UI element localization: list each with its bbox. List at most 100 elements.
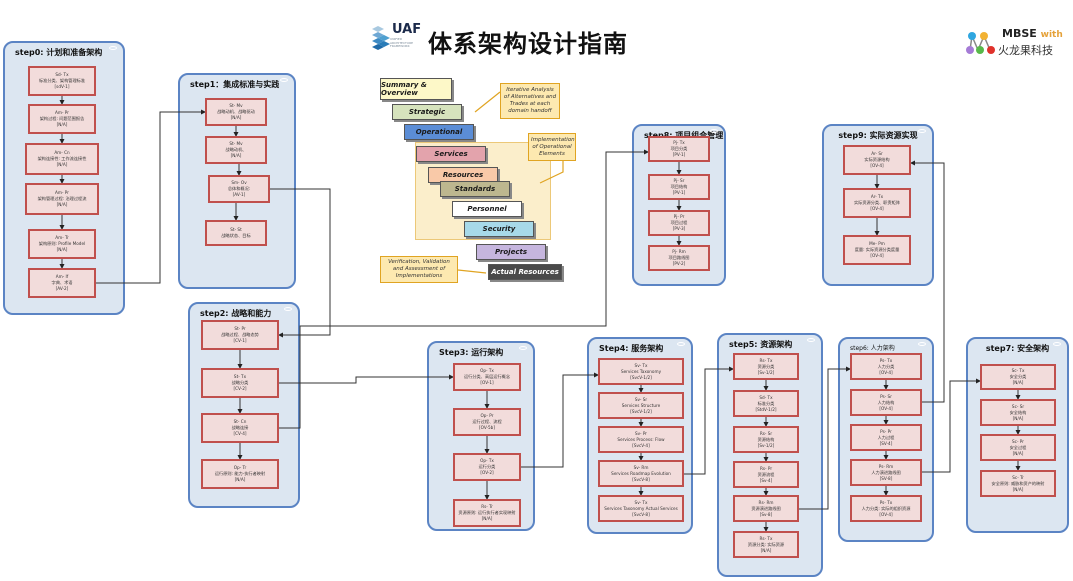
brand-with: with — [1040, 30, 1063, 40]
view-name: 人力分类 — [877, 363, 895, 369]
view-id: [N/A] — [1012, 450, 1024, 456]
view-id: [Sv-1/2] — [757, 369, 775, 375]
view-id: [sdV-1] — [54, 84, 70, 89]
view-code: Sv- Rm — [633, 464, 649, 470]
view-id: [N/A] — [1012, 486, 1024, 492]
step-title: step8: 项目组合管理 — [634, 130, 724, 141]
view-name: 战略分类 — [231, 380, 249, 385]
view-code: Sc- Tr — [1012, 474, 1024, 480]
view-id: [CV-1] — [233, 338, 247, 343]
view-id: [N/A] — [56, 162, 68, 167]
view-id: [N/A] — [1012, 380, 1024, 385]
uaf-layer-personnel: Personnel — [452, 201, 522, 217]
view-code: Ps- Tx — [879, 499, 893, 505]
collapse-handle-icon[interactable] — [807, 338, 815, 342]
collapse-handle-icon[interactable] — [918, 129, 926, 133]
view-code: St- Pr — [234, 326, 246, 331]
view-name: 人力结构 — [877, 399, 895, 405]
collapse-handle-icon[interactable] — [1053, 342, 1061, 346]
collapse-handle-icon[interactable] — [519, 346, 527, 350]
view-id: [OV-5b] — [479, 425, 495, 430]
view-id: [N/A] — [56, 247, 68, 252]
collapse-handle-icon[interactable] — [918, 342, 926, 346]
view-id: [OV-4] — [879, 369, 893, 375]
view-code: Pj- Tx — [673, 140, 685, 145]
collapse-handle-icon[interactable] — [677, 342, 685, 346]
view-id: [SvcV-4] — [632, 442, 650, 448]
callout-iterative-analysis: Iterative Analysis of Alternatives and T… — [500, 83, 560, 119]
mbse-logo-icon — [966, 32, 995, 54]
view-id: [SvcV-1/2] — [630, 374, 652, 380]
collapse-handle-icon[interactable] — [284, 307, 292, 311]
view-name: 资源分类 — [757, 363, 775, 369]
view-name: 安全结构 — [1009, 409, 1027, 415]
collapse-handle-icon[interactable] — [109, 46, 117, 50]
view-code: Ps- Rm — [878, 463, 894, 469]
page-title: 体系架构设计指南 — [428, 30, 628, 58]
view-name: 标准分类 — [757, 400, 775, 406]
view-code: Sc- Sr — [1011, 403, 1025, 409]
callout-implementation: Implementation of Operational Elements — [528, 133, 576, 161]
view-id: [AV-1] — [232, 192, 246, 197]
collapse-handle-icon[interactable] — [710, 129, 718, 133]
view-id: [PV-2] — [672, 261, 686, 266]
view-name: 资源结构 — [757, 436, 775, 442]
view-id: [N/A] — [1012, 415, 1024, 421]
callout-pointer — [457, 269, 487, 274]
view-name: Services Structure — [621, 402, 661, 408]
view-code: Am- If — [55, 274, 69, 279]
view-code: Ps- Pr — [880, 428, 892, 434]
uaf-layer-summary-overview: Summary & Overview — [380, 78, 452, 100]
view-code: Sv- Pr — [634, 430, 648, 436]
view-id: [N/A] — [56, 122, 68, 127]
view-name: 度量: 实际资源分类度量 — [854, 247, 900, 252]
collapse-handle-icon[interactable] — [280, 78, 288, 82]
view-name: 人力分类: 实际的组织资源 — [861, 505, 911, 511]
